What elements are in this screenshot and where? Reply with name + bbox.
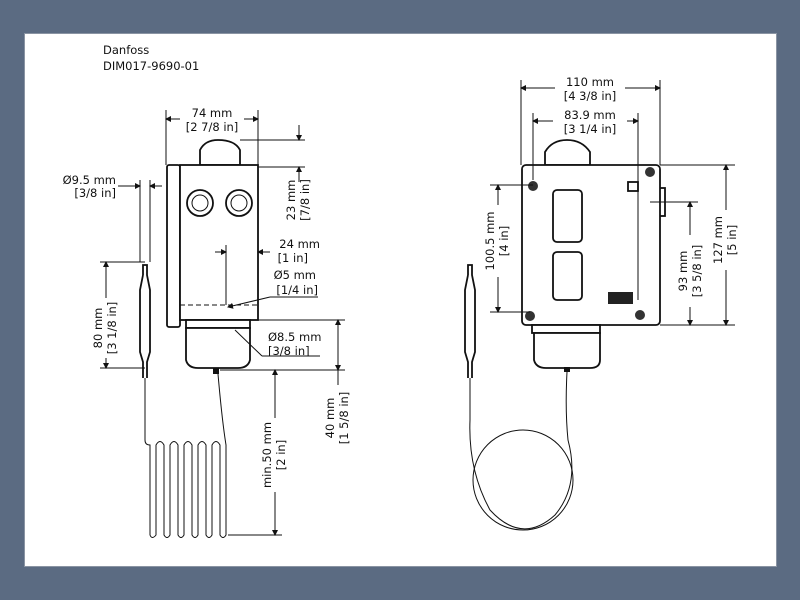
svg-text:[3 1/8 in]: [3 1/8 in] — [105, 302, 119, 355]
svg-text:100.5 mm: 100.5 mm — [483, 212, 497, 271]
dim-min-capillary: min.50 mm [2 in] — [228, 369, 290, 536]
svg-text:80 mm: 80 mm — [91, 308, 105, 349]
dim-width-110: 110 mm [4 3/8 in] — [520, 73, 661, 165]
svg-text:[7/8 in]: [7/8 in] — [298, 179, 312, 221]
svg-text:[2 7/8 in]: [2 7/8 in] — [186, 120, 239, 134]
svg-text:min.50 mm: min.50 mm — [260, 422, 274, 488]
drawing-id: DIM017-9690-01 — [103, 59, 199, 73]
side-view-device — [139, 139, 259, 538]
danfoss-logo-icon — [608, 292, 633, 304]
svg-text:[2 in]: [2 in] — [274, 440, 288, 470]
dim-knob-23: 23 mm [7/8 in] — [240, 125, 312, 221]
brand-label: Danfoss — [103, 43, 149, 57]
dim-bulb-diameter: Ø9.5 mm [3/8 in] — [63, 173, 162, 262]
svg-text:[4 in]: [4 in] — [497, 226, 511, 256]
dim-hole-spacing-h: 83.9 mm [3 1/4 in] — [532, 106, 639, 300]
svg-text:Ø9.5 mm: Ø9.5 mm — [63, 173, 116, 187]
svg-text:23 mm: 23 mm — [284, 180, 298, 221]
svg-text:83.9 mm: 83.9 mm — [564, 108, 616, 122]
dim-side-offset: 93 mm [3 5/8 in] — [650, 201, 735, 326]
svg-text:[4 3/8 in]: [4 3/8 in] — [564, 89, 617, 103]
svg-text:[5 in]: [5 in] — [725, 225, 739, 255]
svg-text:[1/4 in]: [1/4 in] — [276, 283, 318, 297]
svg-text:[1 5/8 in]: [1 5/8 in] — [337, 392, 351, 445]
svg-text:110 mm: 110 mm — [566, 75, 614, 89]
svg-text:24 mm: 24 mm — [279, 237, 320, 251]
svg-text:[1 in]: [1 in] — [278, 251, 308, 265]
svg-text:127 mm: 127 mm — [711, 216, 725, 264]
svg-text:Ø5 mm: Ø5 mm — [274, 268, 316, 282]
svg-text:93 mm: 93 mm — [676, 251, 690, 292]
svg-text:74 mm: 74 mm — [192, 106, 233, 120]
svg-text:40 mm: 40 mm — [323, 398, 337, 439]
svg-text:[3/8 in]: [3/8 in] — [74, 186, 116, 200]
dim-bulb-length: 80 mm [3 1/8 in] — [91, 261, 145, 369]
front-view-device — [464, 139, 666, 531]
dim-gland-diameter: Ø8.5 mm [3/8 in] — [234, 329, 321, 358]
svg-text:[3/8 in]: [3/8 in] — [268, 344, 310, 358]
svg-text:Ø8.5 mm: Ø8.5 mm — [268, 330, 321, 344]
dim-width-74: 74 mm [2 7/8 in] — [165, 104, 259, 165]
svg-text:[3 5/8 in]: [3 5/8 in] — [690, 245, 704, 298]
dim-hole-offset: 24 mm [1 in] — [215, 237, 320, 305]
dim-hole-diameter: Ø5 mm [1/4 in] — [227, 268, 318, 309]
svg-text:[3 1/4 in]: [3 1/4 in] — [564, 122, 617, 136]
dim-height-127: 127 mm [5 in] — [660, 164, 740, 326]
dim-gland-height: 40 mm [1 5/8 in] — [220, 319, 351, 445]
dim-hole-spacing-v: 100.5 mm [4 in] — [483, 184, 533, 313]
